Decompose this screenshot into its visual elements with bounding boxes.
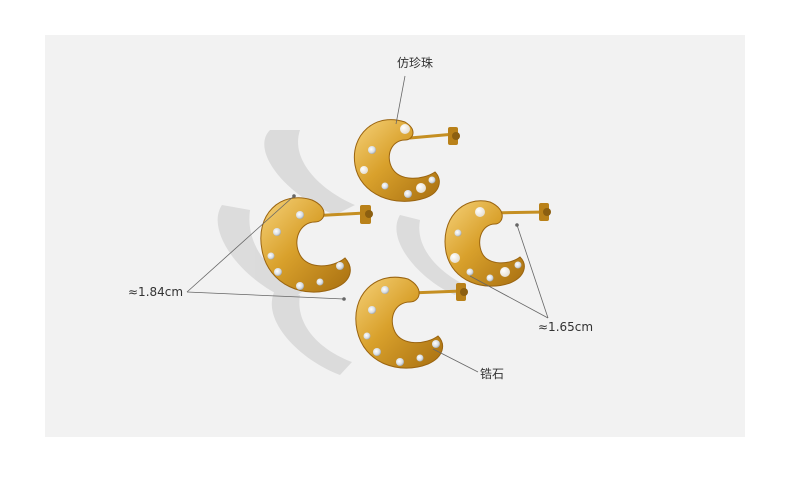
earring-pearl-top (353, 119, 460, 202)
right-size-annotation: ≈1.65cm (538, 320, 594, 334)
product-backdrop (45, 35, 745, 437)
earring-shadows (217, 130, 465, 375)
leader-lines (186, 75, 549, 373)
left-size-annotation: ≈1.84cm (128, 285, 184, 299)
pearl-annotation: 仿珍珠 (397, 56, 434, 70)
earring-zircon-left (260, 197, 373, 293)
earring-pearl-right (444, 200, 551, 287)
earring-zircon-bottom (355, 276, 468, 369)
zircon-annotation: 锆石 (480, 367, 505, 381)
leader-dots (292, 194, 519, 301)
